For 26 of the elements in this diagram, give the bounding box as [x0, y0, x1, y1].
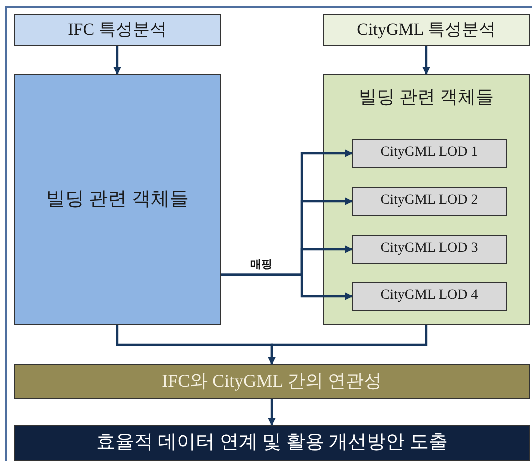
node-label: CityGML LOD 1: [380, 145, 478, 162]
node-label: CityGML LOD 2: [380, 193, 478, 210]
lod-box: [352, 139, 507, 168]
node-label: 빌딩 관련 객체들: [359, 87, 494, 108]
node-label: CityGML LOD 4: [380, 288, 478, 305]
arrow: [268, 399, 276, 426]
lod-box: [352, 235, 507, 264]
node-label: IFC 특성분석: [68, 20, 167, 40]
arrow: [114, 46, 122, 75]
arrow: [268, 325, 428, 365]
node-label: CityGML LOD 3: [380, 241, 478, 258]
conclusion-bar: [14, 425, 530, 461]
node-label: 효율적 데이터 연계 및 활용 개선방안 도출: [96, 432, 448, 454]
arrow: [221, 274, 353, 300]
node-label: IFC와 CityGML 간의 연관성: [162, 371, 382, 392]
result-bar: [14, 364, 530, 399]
node-label: CityGML 특성분석: [357, 20, 496, 40]
process-box: [14, 14, 221, 46]
object-group-box: [14, 74, 221, 325]
edge-label: 매핑: [248, 257, 274, 272]
lod-box: [352, 282, 507, 311]
process-box: [323, 14, 530, 46]
node-label: 빌딩 관련 객체들: [46, 188, 189, 210]
lod-box: [352, 187, 507, 216]
object-group-box: [323, 74, 530, 325]
arrow: [422, 46, 430, 75]
